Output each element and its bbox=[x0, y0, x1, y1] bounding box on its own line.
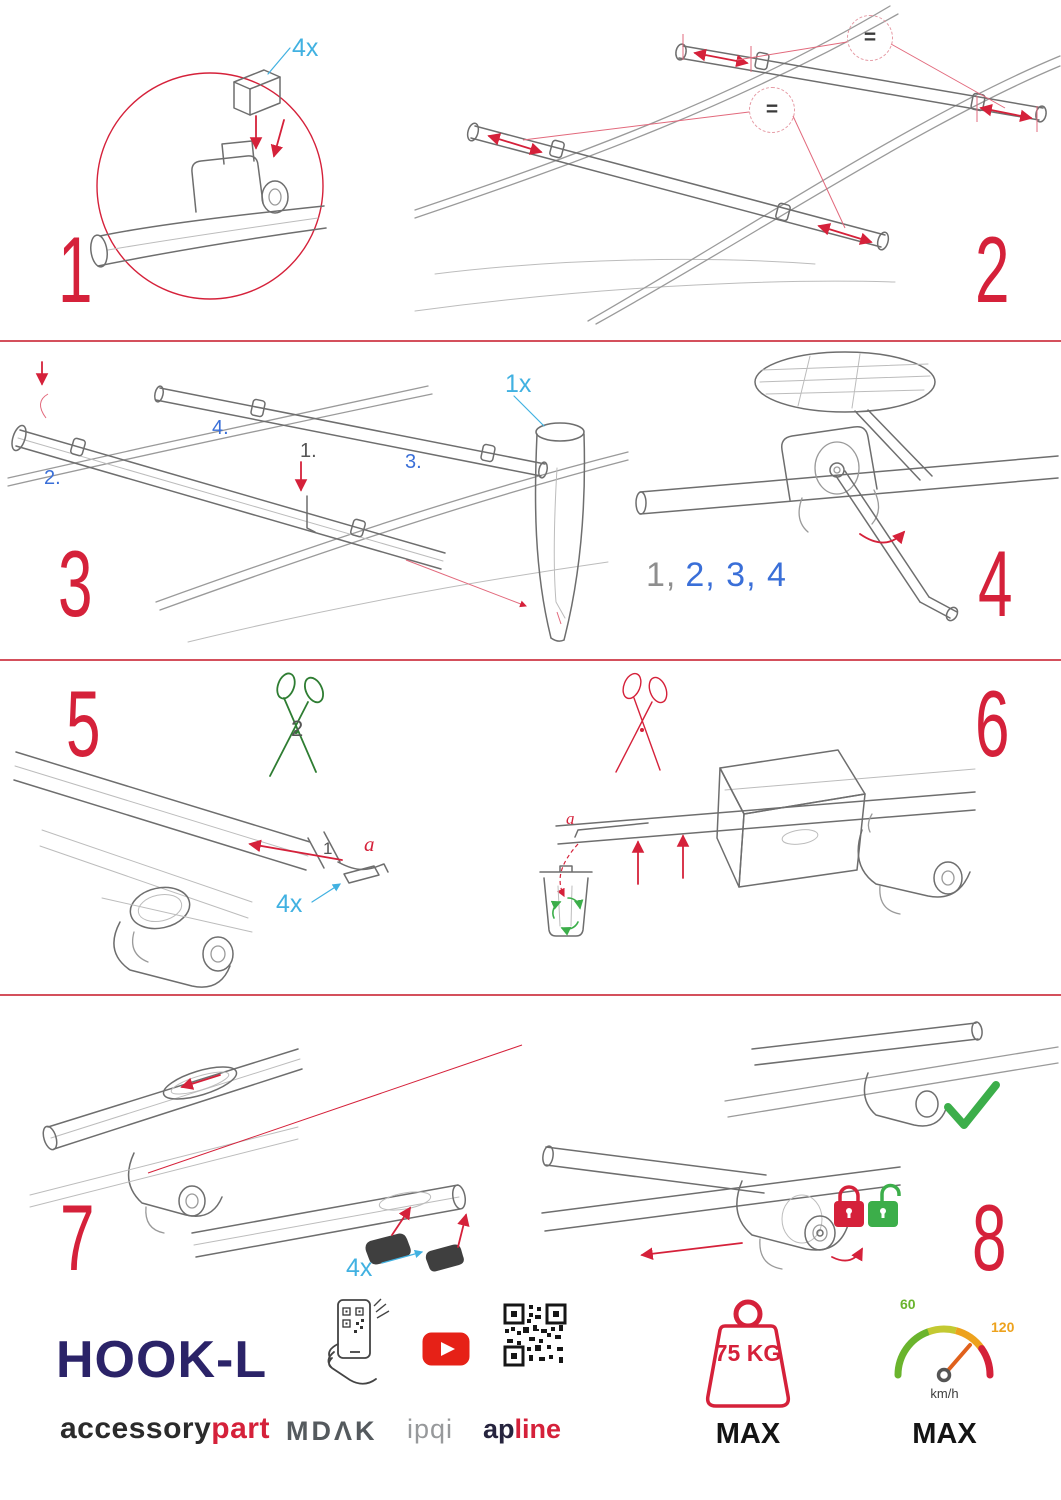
tighten-arrow bbox=[248, 839, 343, 861]
step4-sequence: 1,2, 3, 4 bbox=[646, 556, 787, 595]
speed-max-label: MAX bbox=[912, 1418, 977, 1450]
step6-diagram bbox=[539, 672, 976, 937]
logo-line: line bbox=[514, 1414, 562, 1444]
logo-apline: apline bbox=[483, 1416, 561, 1443]
hex-key-small bbox=[306, 495, 316, 533]
step6-strap-label: a bbox=[566, 809, 575, 828]
equal-spacing-badge: = bbox=[847, 15, 893, 61]
slot-arrow bbox=[180, 1074, 221, 1090]
step4-diagram bbox=[635, 351, 1059, 622]
slide-arrow bbox=[640, 1242, 743, 1260]
rotate-arrow bbox=[859, 530, 906, 545]
scissors-icon bbox=[269, 672, 324, 777]
equal-spacing-badge: = bbox=[749, 87, 795, 133]
qr-code-icon bbox=[503, 1303, 567, 1367]
step3-callout-1: 1. bbox=[300, 440, 317, 462]
tool-pouch bbox=[534, 422, 586, 642]
step-8-number: 8 bbox=[972, 1185, 1007, 1290]
step7-diagram bbox=[29, 1044, 523, 1272]
step3-diagram bbox=[7, 361, 629, 643]
adjust-arrow bbox=[487, 133, 543, 155]
equal-sign: = bbox=[863, 26, 877, 49]
scissors-icon bbox=[615, 672, 668, 773]
adjust-arrow bbox=[817, 223, 873, 245]
padlock-closed-icon bbox=[834, 1185, 864, 1227]
step1-diagram bbox=[90, 47, 327, 300]
section-divider-3 bbox=[0, 994, 1061, 996]
weight-limit-value: 75 KG bbox=[714, 1340, 782, 1366]
logo-mdak: MDΛK bbox=[286, 1416, 378, 1446]
equal-sign: = bbox=[765, 98, 779, 121]
weight-max-label: MAX bbox=[715, 1418, 781, 1450]
product-name: HOOK-L bbox=[56, 1331, 268, 1389]
speed-min-label: 60 bbox=[900, 1296, 916, 1312]
step-7-number: 7 bbox=[60, 1185, 95, 1290]
rubber-insert-part bbox=[233, 69, 281, 116]
logo-ipqi: ipqi bbox=[407, 1414, 454, 1444]
youtube-play-icon bbox=[422, 1332, 470, 1366]
recycle-bin-icon bbox=[539, 865, 593, 937]
sequence-done: 1, bbox=[646, 556, 677, 594]
step5-diagram bbox=[13, 672, 389, 988]
section-divider-2 bbox=[0, 659, 1061, 661]
phone-qr-scan-icon bbox=[327, 1298, 390, 1385]
brand-part-red: part bbox=[211, 1412, 270, 1445]
step2-diagram bbox=[414, 5, 1061, 325]
step-2-number: 2 bbox=[975, 217, 1010, 322]
step-4-number: 4 bbox=[978, 531, 1013, 636]
cap-insert-arrow bbox=[391, 1206, 411, 1236]
checkmark-icon bbox=[944, 1081, 1000, 1129]
step3-callout-3: 3. bbox=[405, 451, 422, 473]
step5-callout-2: 2 bbox=[291, 716, 304, 741]
tighten-rotate-arrow bbox=[831, 1247, 863, 1262]
sequence-remaining: 2, 3, 4 bbox=[685, 556, 787, 594]
end-cap bbox=[365, 1233, 464, 1272]
hex-key bbox=[835, 470, 959, 622]
step5-quantity-label: 4x bbox=[276, 890, 303, 918]
speedometer-icon bbox=[894, 1325, 994, 1383]
brand-part-dark: accessory bbox=[60, 1412, 212, 1445]
step5-strap-label: a bbox=[364, 832, 375, 856]
step-3-number: 3 bbox=[58, 531, 93, 636]
step3-callout-4: 4. bbox=[212, 417, 229, 439]
step5-callout-1: 1 bbox=[323, 839, 333, 858]
alignment-line bbox=[147, 1044, 523, 1174]
step-1-number: 1 bbox=[58, 217, 93, 322]
brand-wordmark: accessorypart bbox=[60, 1414, 270, 1444]
step3-callout-2: 2. bbox=[44, 467, 61, 489]
step-6-number: 6 bbox=[975, 671, 1010, 776]
speed-unit-label: km/h bbox=[930, 1386, 959, 1401]
adjust-arrow bbox=[979, 103, 1033, 123]
step3-quantity-label: 1x bbox=[505, 370, 532, 398]
cover-piece bbox=[716, 749, 866, 888]
insert-arrow bbox=[270, 119, 285, 158]
step1-quantity-label: 4x bbox=[292, 34, 319, 62]
strap-piece bbox=[343, 865, 380, 884]
weight-max-icon bbox=[705, 1299, 791, 1408]
padlock-open-icon bbox=[868, 1183, 901, 1227]
step7-quantity-label: 4x bbox=[346, 1254, 373, 1282]
step-5-number: 5 bbox=[66, 671, 101, 776]
magnifier-circle bbox=[96, 72, 324, 300]
adjust-arrow bbox=[693, 48, 749, 68]
speed-max-value-label: 120 bbox=[991, 1319, 1015, 1335]
cap-insert-arrow bbox=[457, 1213, 470, 1248]
step8-diagram bbox=[541, 1021, 1059, 1270]
section-divider-1 bbox=[0, 340, 1061, 342]
logo-ap: ap bbox=[483, 1414, 515, 1444]
